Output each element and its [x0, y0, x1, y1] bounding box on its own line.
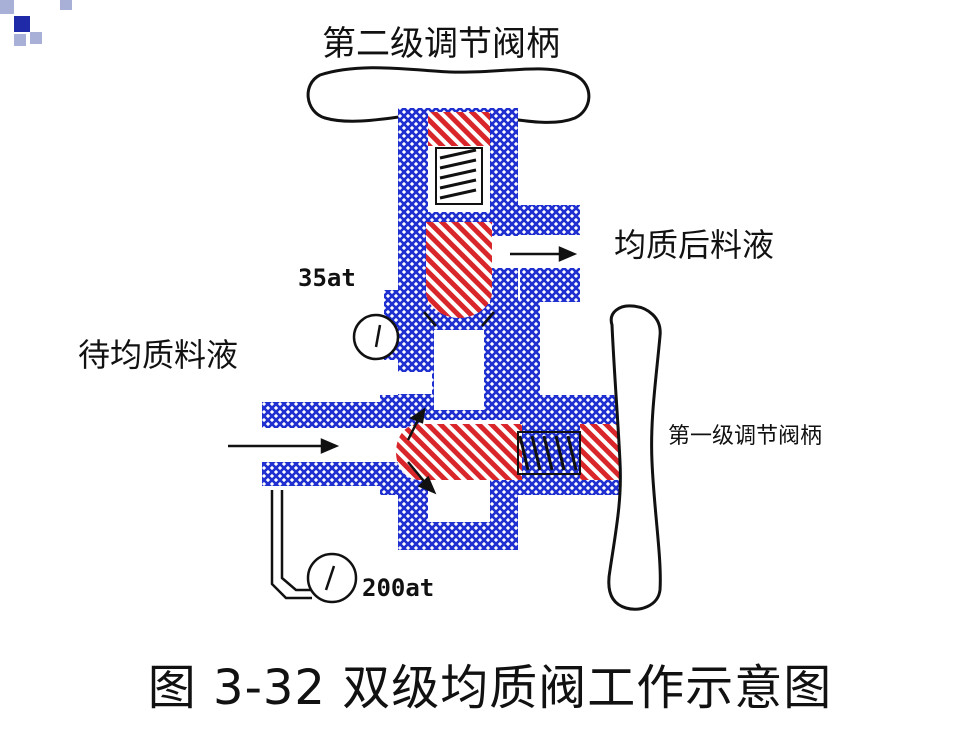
- first-stage-handle-label: 第一级调节阀柄: [668, 424, 823, 449]
- second-stage-handle: [306, 66, 591, 124]
- second-stage-handle-label: 第二级调节阀柄: [322, 24, 560, 64]
- pressure-gauges: [270, 313, 400, 604]
- first-stage-handle: [607, 304, 662, 611]
- after-homogenization-label: 均质后料液: [614, 226, 775, 264]
- low-pressure-label: 35at: [298, 264, 356, 292]
- valve-cores: [396, 112, 620, 480]
- low-pressure-gauge: [352, 313, 400, 361]
- high-pressure-label: 200at: [362, 574, 435, 602]
- corner-decoration: [0, 0, 72, 46]
- high-pressure-gauge: [306, 552, 358, 604]
- flow-arrows: [228, 246, 578, 495]
- figure-caption: 图 3-32 双级均质阀工作示意图: [147, 660, 833, 716]
- springs: [435, 147, 581, 475]
- before-homogenization-label: 待均质料液: [78, 336, 239, 374]
